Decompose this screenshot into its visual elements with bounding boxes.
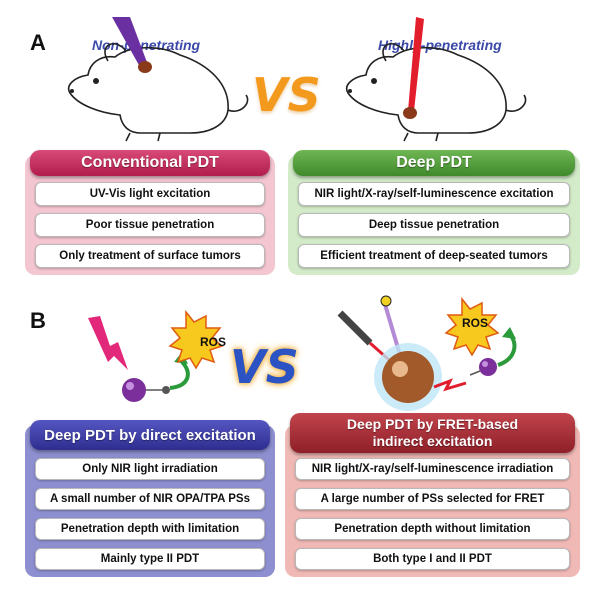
mouse-right-illustration: [346, 17, 527, 142]
fret-title-line2: indirect excitation: [372, 433, 493, 449]
ros-label-right: ROS: [462, 316, 489, 330]
direct-item-1: Only NIR light irradiation: [35, 458, 265, 480]
arrow-left-icon: [169, 360, 190, 390]
deep-item-3: Efficient treatment of deep-seated tumor…: [298, 244, 570, 268]
deep-item-2: Deep tissue penetration: [298, 213, 570, 237]
conventional-item-3: Only treatment of surface tumors: [35, 244, 265, 268]
conventional-item-1: UV-Vis light excitation: [35, 182, 265, 206]
fret-arrow-icon: [433, 378, 467, 392]
photosensitizer-right-icon: [479, 358, 497, 376]
fret-item-3: Penetration depth without limitation: [295, 518, 570, 540]
direct-item-4: Mainly type II PDT: [35, 548, 265, 570]
vs-label-b: VS: [230, 340, 299, 394]
deep-item-1: NIR light/X-ray/self-luminescence excita…: [298, 182, 570, 206]
non-penetrating-caption: Non-penetrating: [92, 37, 201, 53]
nir-beam-icon: [408, 17, 424, 111]
vs-label-a: VS: [252, 68, 321, 122]
ros-burst-left-icon: [168, 309, 224, 370]
optical-fiber-icon: [337, 310, 373, 346]
conventional-pdt-title: Conventional PDT: [30, 150, 270, 176]
uv-beam-icon: [112, 17, 148, 67]
radiation-icon: [380, 295, 392, 307]
ros-burst-right-icon: [444, 296, 500, 357]
tumor-left-icon: [138, 61, 152, 73]
tumor-right-icon: [403, 107, 417, 119]
panel-a-label: A: [30, 30, 46, 55]
fret-item-1: NIR light/X-ray/self-luminescence irradi…: [295, 458, 570, 480]
fret-title-line1: Deep PDT by FRET-based: [346, 416, 519, 432]
deep-pdt-title: Deep PDT: [293, 150, 575, 176]
fret-excitation-title: Deep PDT by FRET-based indirect excitati…: [290, 413, 575, 453]
panel-b-label: B: [30, 308, 46, 333]
direct-excitation-illustration: [88, 309, 224, 402]
direct-excitation-title: Deep PDT by direct excitation: [30, 420, 270, 450]
fret-item-4: Both type I and II PDT: [295, 548, 570, 570]
arrow-right-icon: [497, 333, 517, 367]
conventional-item-2: Poor tissue penetration: [35, 213, 265, 237]
ros-label-left: ROS: [200, 335, 227, 349]
direct-item-3: Penetration depth with limitation: [35, 518, 265, 540]
direct-item-2: A small number of NIR OPA/TPA PSs: [35, 488, 265, 510]
nanoparticle-icon: [382, 351, 434, 403]
lightning-left-icon: [88, 316, 128, 370]
mouse-left-illustration: [68, 17, 249, 142]
fret-item-2: A large number of PSs selected for FRET: [295, 488, 570, 510]
fret-excitation-illustration: [337, 295, 517, 411]
photosensitizer-left-icon: [122, 378, 146, 402]
